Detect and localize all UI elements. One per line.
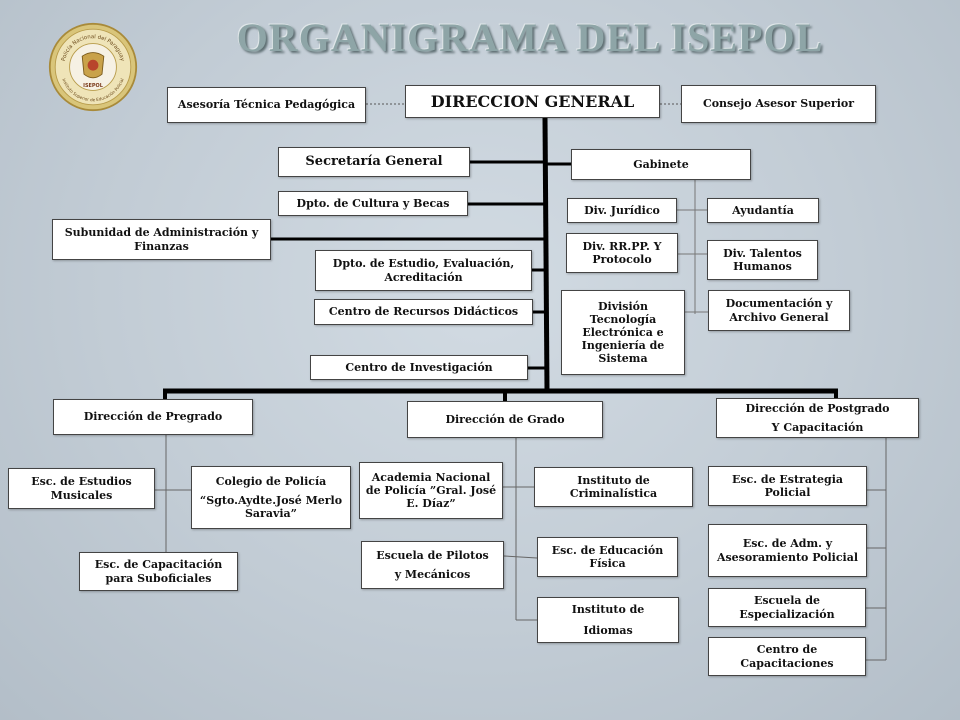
escuela-pilotos-line1: Escuela de Pilotos: [376, 548, 489, 562]
instituto-idiomas-line2: Idiomas: [583, 624, 633, 637]
esc-suboficiales-box: Esc. de Capacitación para Suboficiales: [79, 552, 238, 591]
div-juridico-box: Div. Jurídico: [567, 198, 677, 223]
consejo-asesor-box: Consejo Asesor Superior: [681, 85, 876, 123]
div-talentos-box: Div. Talentos Humanos: [707, 240, 818, 280]
academia-nacional-box: Academia Nacional de Policía ”Gral. José…: [359, 462, 503, 519]
gabinete-box: Gabinete: [571, 149, 751, 180]
instituto-idiomas-line1: Instituto de: [571, 602, 645, 616]
escuela-pilotos-box: Escuela de Pilotos y Mecánicos: [361, 541, 504, 589]
colegio-policia-line1: Colegio de Policía: [215, 474, 327, 488]
escuela-pilotos-line2: y Mecánicos: [394, 568, 471, 581]
main-trunk-line: [542, 117, 550, 391]
centro-investigacion-box: Centro de Investigación: [310, 355, 528, 380]
direccion-postgrado-box: Dirección de Postgrado Y Capacitación: [716, 398, 919, 438]
isepol-seal-icon: Policía Nacional del Paraguay Instituto …: [48, 22, 138, 112]
instituto-idiomas-box: Instituto de Idiomas: [537, 597, 679, 643]
ayudantia-box: Ayudantía: [707, 198, 819, 223]
direccion-general-box: DIRECCION GENERAL: [405, 85, 660, 118]
subunidad-admin-box: Subunidad de Administración y Finanzas: [52, 219, 271, 260]
colegio-policia-line2: “Sgto.Aydte.José Merlo Saravia”: [199, 493, 343, 521]
dpto-estudio-box: Dpto. de Estudio, Evaluación, Acreditaci…: [315, 250, 532, 291]
escuela-especializacion-box: Escuela de Especialización: [708, 588, 866, 627]
esc-estudios-musicales-box: Esc. de Estudios Musicales: [8, 468, 155, 509]
esc-educacion-fisica-box: Esc. de Educación Física: [537, 537, 678, 577]
asesoria-tecnica-box: Asesoría Técnica Pedagógica: [167, 87, 366, 123]
direccion-grado-box: Dirección de Grado: [407, 401, 603, 438]
documentacion-archivo-box: Documentación y Archivo General: [708, 290, 850, 331]
esc-estrategia-box: Esc. de Estrategia Policial: [708, 466, 867, 506]
esc-asesoramiento-box: Esc. de Adm. y Asesoramiento Policial: [708, 524, 867, 577]
centro-recursos-box: Centro de Recursos Didácticos: [314, 299, 533, 325]
cultura-becas-box: Dpto. de Cultura y Becas: [278, 191, 468, 216]
page-title: ORGANIGRAMA DEL ISEPOL: [236, 15, 824, 60]
secretaria-general-box: Secretaría General: [278, 147, 470, 177]
centro-capacitaciones-box: Centro de Capacitaciones: [708, 637, 866, 676]
postgrado-line2: Y Capacitación: [771, 421, 864, 434]
seal-center-text: ISEPOL: [83, 83, 104, 89]
div-rrpp-box: Div. RR.PP. Y Protocolo: [566, 233, 678, 273]
direccion-pregrado-box: Dirección de Pregrado: [53, 399, 253, 435]
colegio-policia-box: Colegio de Policía “Sgto.Aydte.José Merl…: [191, 466, 351, 529]
postgrado-line1: Dirección de Postgrado: [745, 401, 890, 415]
division-tecnologia-box: División Tecnología Electrónica e Ingeni…: [561, 290, 685, 375]
instituto-criminalistica-box: Instituto de Criminalística: [534, 467, 693, 507]
